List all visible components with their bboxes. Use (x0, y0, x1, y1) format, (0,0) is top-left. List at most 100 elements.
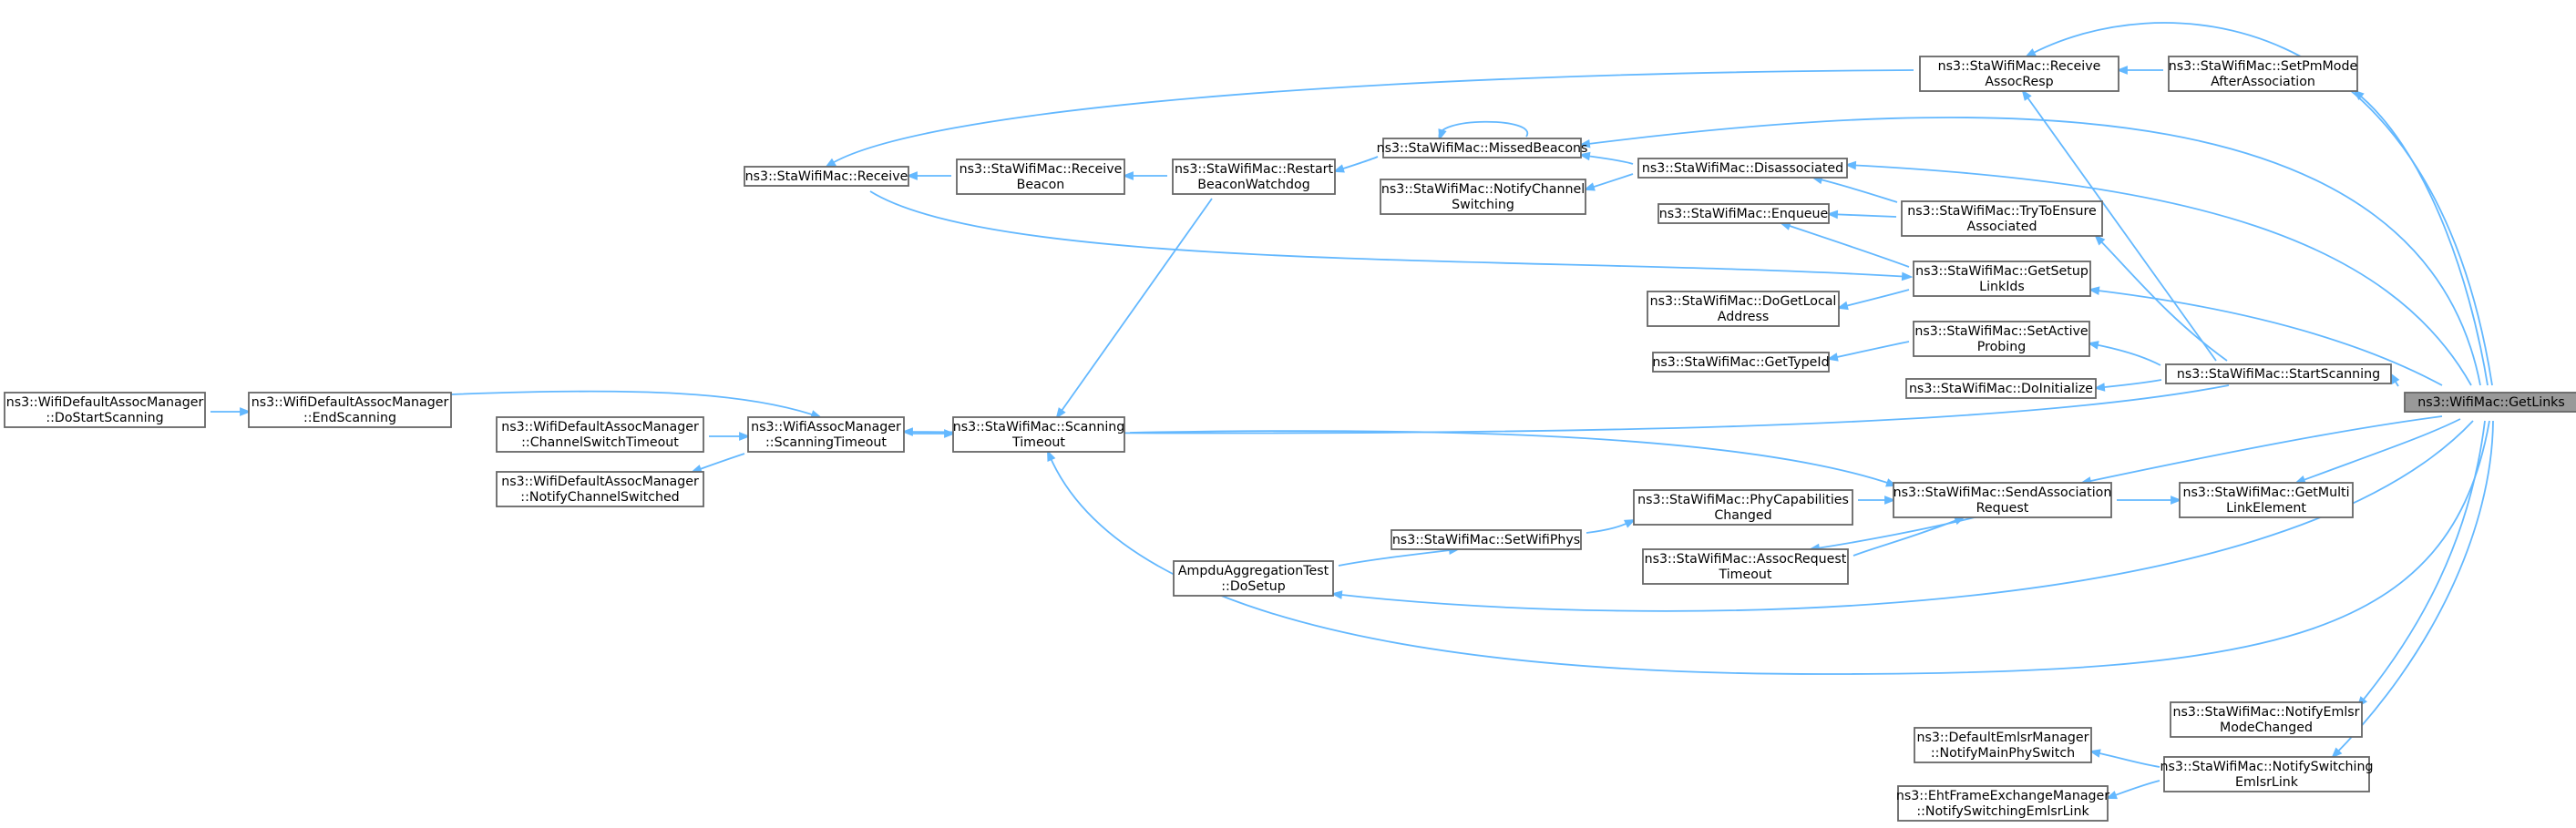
edge-line (2354, 90, 2489, 386)
node-label-line: ns3::StaWifiMac::DoGetLocal (1650, 294, 1837, 309)
edge-arrowhead (2105, 791, 2118, 800)
node-label-line: ns3::WifiDefaultAssocManager (501, 475, 699, 489)
node-box (1637, 158, 1848, 179)
node-label-line: ::NotifyChannelSwitched (520, 490, 679, 505)
edge-arrowhead (1826, 210, 1839, 220)
node-notifymainphy[interactable]: ns3::DefaultEmlsrManager::NotifyMainPhyS… (1914, 727, 2092, 763)
node-scantimeout[interactable]: ns3::StaWifiMac::ScanningTimeout (952, 416, 1125, 453)
node-startscan[interactable]: ns3::StaWifiMac::StartScanning (2165, 363, 2392, 384)
node-enqueue[interactable]: ns3::StaWifiMac::Enqueue (1657, 203, 1830, 224)
edge-line (2089, 342, 2161, 366)
node-label-line: AfterAssociation (2211, 75, 2315, 89)
node-box (1893, 482, 2112, 518)
node-label-line: ns3::WifiAssocManager (751, 420, 901, 434)
edge-line (2022, 90, 2217, 362)
node-ehtframe[interactable]: ns3::EhtFrameExchangeManager::NotifySwit… (1896, 785, 2109, 822)
node-label-line: ns3::StaWifiMac::AssocRequest (1645, 552, 1847, 567)
node-label-line: LinkElement (2226, 501, 2306, 516)
edge-arrowhead (2024, 48, 2037, 58)
node-gettypeid[interactable]: ns3::StaWifiMac::GetTypeId (1652, 352, 1830, 373)
edge-enqueue-to-trytoensure (1826, 210, 1897, 220)
node-disassoc[interactable]: ns3::StaWifiMac::Disassociated (1637, 158, 1848, 179)
edge-endscan-to-dostartscan (210, 407, 251, 416)
edge-line (1129, 430, 1896, 486)
edge-setactive-to-startscan (2087, 341, 2161, 366)
node-getlinks[interactable]: ns3::WifiMac::GetLinks (2404, 392, 2576, 413)
node-box (1382, 138, 1582, 158)
edge-arrowhead (1901, 271, 1914, 281)
node-chswtimeout[interactable]: ns3::WifiDefaultAssocManager::ChannelSwi… (496, 416, 704, 453)
node-missed[interactable]: ns3::StaWifiMac::MissedBeacons (1377, 138, 1588, 158)
edge-line (2357, 420, 2486, 707)
node-label-line: ns3::StaWifiMac::SetWifiPhys (1392, 533, 1580, 547)
edge-arrowhead (944, 429, 956, 438)
edge-arrowhead (1623, 518, 1637, 528)
node-notifychsw[interactable]: ns3::WifiDefaultAssocManager::NotifyChan… (496, 471, 704, 507)
edge-getsetup-to-receive (869, 190, 1914, 281)
node-box (1913, 261, 2091, 297)
node-label-line: Timeout (1011, 435, 1065, 450)
edge-line (903, 384, 2230, 434)
node-box (248, 392, 452, 428)
node-label-line: ns3::StaWifiMac::SendAssociation (1894, 486, 2112, 500)
edge-ehtframe-to-notifyswitching (2105, 780, 2160, 800)
node-setwifiphys[interactable]: ns3::StaWifiMac::SetWifiPhys (1391, 529, 1582, 550)
node-box (1901, 200, 2103, 237)
node-label-line: LinkIds (1979, 280, 2025, 294)
edge-arrowhead (2089, 749, 2101, 758)
node-label-line: AssocResp (1985, 75, 2053, 89)
edge-setpm-to-getlinks (2353, 89, 2489, 386)
node-receive[interactable]: ns3::StaWifiMac::Receive (744, 166, 909, 187)
edge-arrowhead (1047, 449, 1056, 462)
node-box (1391, 529, 1582, 550)
edge-arrowhead (1826, 353, 1839, 362)
edge-line (826, 69, 1914, 168)
edge-line (2332, 420, 2494, 758)
node-box (1172, 158, 1336, 195)
node-label-line: ::DoStartScanning (46, 411, 163, 425)
node-box (496, 471, 704, 507)
node-assocmgrscan[interactable]: ns3::WifiAssocManager::ScanningTimeout (747, 416, 905, 453)
node-label-line: ns3::StaWifiMac::Disassociated (1642, 161, 1843, 176)
node-ampdu[interactable]: AmpduAggregationTest::DoSetup (1173, 560, 1334, 597)
edge-ampdu-to-getlinks (1330, 420, 2474, 612)
node-label-line: ns3::StaWifiMac::Receive (960, 162, 1123, 177)
edge-disassoc-to-getlinks (1844, 160, 2472, 386)
node-label-line: ns3::StaWifiMac::Receive (745, 169, 908, 184)
edge-notifych-to-disassoc (1583, 173, 1634, 191)
node-notifyswitching[interactable]: ns3::StaWifiMac::NotifySwitchingEmlsrLin… (2160, 756, 2374, 792)
node-endscan[interactable]: ns3::WifiDefaultAssocManager::EndScannin… (248, 392, 452, 428)
edge-line (1846, 164, 2472, 386)
node-setpm[interactable]: ns3::StaWifiMac::SetPmModeAfterAssociati… (2168, 56, 2358, 92)
edge-assocmgrscan-to-chswtimeout (709, 432, 751, 441)
edge-line (1828, 213, 1897, 218)
node-dostartscan[interactable]: ns3::WifiDefaultAssocManager::DoStartSca… (4, 392, 206, 428)
node-box (2168, 56, 2358, 92)
node-label-line: ns3::StaWifiMac::Receive (1938, 59, 2101, 74)
node-label-line: ns3::StaWifiMac::GetTypeId (1652, 355, 1829, 370)
node-box (956, 158, 1125, 195)
node-box (1647, 291, 1840, 327)
node-label-line: ns3::StaWifiMac::Restart (1175, 162, 1334, 177)
node-label-line: ns3::StaWifiMac::Enqueue (1659, 207, 1829, 221)
node-doinit[interactable]: ns3::StaWifiMac::DoInitialize (1905, 378, 2097, 399)
node-box (1897, 785, 2109, 822)
node-box (1652, 352, 1830, 373)
node-box (1905, 378, 2097, 399)
edge-notifyswitching-to-getlinks (2331, 420, 2494, 759)
edge-arrowhead (1578, 151, 1591, 161)
